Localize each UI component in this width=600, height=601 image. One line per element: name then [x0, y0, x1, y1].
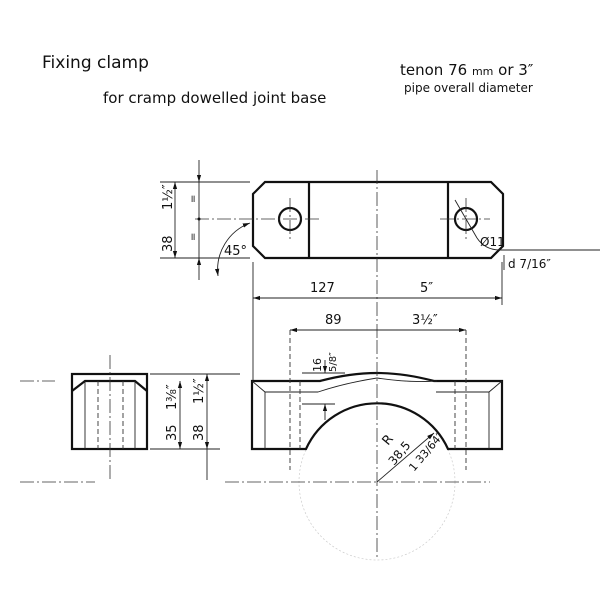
arch-in: 5/8″	[328, 352, 339, 372]
length-mm: 127	[310, 281, 335, 296]
hole-dia-in: d 7/16″	[508, 257, 551, 271]
front-view: 16 5/8″ R 38,5 1 33/64″	[225, 330, 504, 561]
drawing-title: Fixing clamp	[42, 53, 149, 73]
equal-mark-bottom: =	[188, 233, 199, 241]
spec-tenon: tenon 76 mm or 3″	[400, 61, 534, 79]
spec-pipe: pipe overall diameter	[404, 81, 533, 95]
top-view: 1½″ 38 = = 45° Ø11 d 7/16″ 127 5″ 89 3½″	[160, 160, 600, 380]
radius-label: R	[380, 432, 397, 449]
equal-mark-top: =	[188, 195, 199, 203]
chamfer-angle: 45°	[224, 244, 247, 259]
top-height-mm: 38	[161, 235, 176, 252]
side-inner-in: 1⅜″	[165, 384, 180, 410]
spacing-mm: 89	[325, 313, 342, 328]
side-height-mm: 38	[192, 424, 207, 441]
side-inner-mm: 35	[165, 424, 180, 441]
arch-mm: 16	[311, 358, 324, 372]
length-in: 5″	[420, 281, 433, 296]
spacing-in: 3½″	[412, 313, 438, 328]
drawing-subtitle: for cramp dowelled joint base	[103, 89, 326, 107]
hole-dia-mm: Ø11	[480, 235, 505, 249]
side-height-in: 1½″	[192, 378, 207, 404]
side-view: 1⅜″ 35 1½″ 38	[20, 355, 240, 483]
top-height-in: 1½″	[161, 184, 176, 210]
